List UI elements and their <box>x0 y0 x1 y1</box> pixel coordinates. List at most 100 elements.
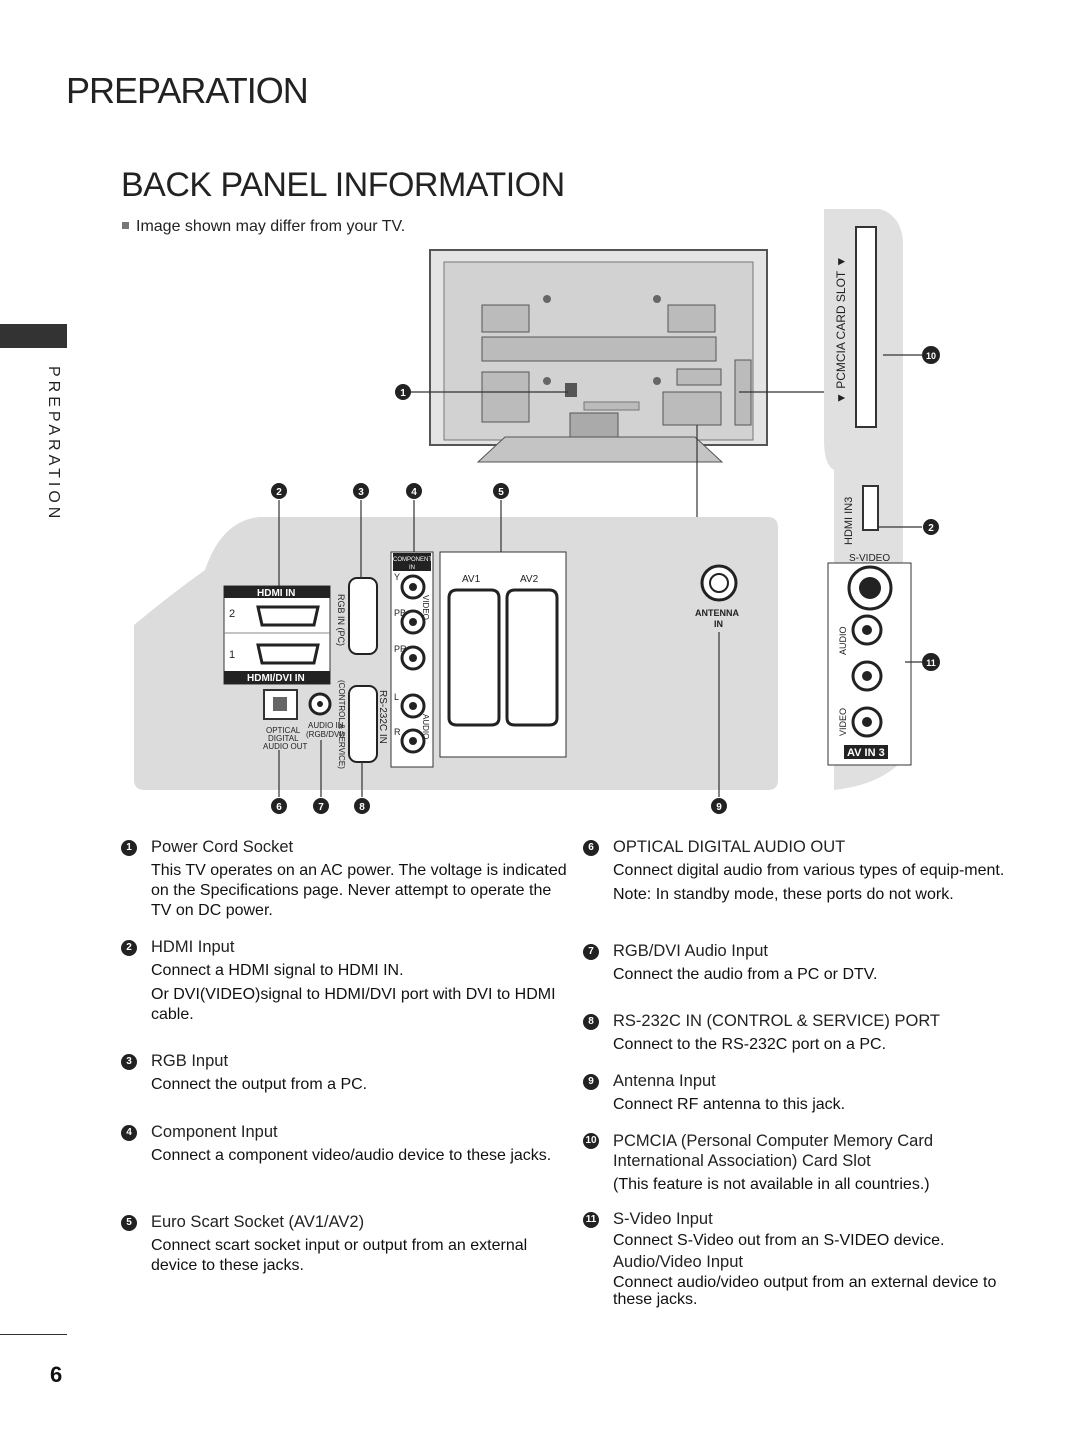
callout-5: 5 <box>498 487 504 498</box>
item-rgb-input: 3 RGB Input Connect the output from a PC… <box>121 1052 571 1095</box>
item-component-input: 4 Component Input Connect a component vi… <box>121 1123 571 1166</box>
audio-label: AUDIO <box>421 714 430 739</box>
item-title: OPTICAL DIGITAL AUDIO OUT <box>613 838 846 856</box>
bullet-square-icon <box>122 222 129 229</box>
item-title: Euro Scart Socket (AV1/AV2) <box>151 1213 365 1231</box>
item-svideo-av: 11 S-Video Input Connect S-Video out fro… <box>583 1210 1008 1308</box>
item-rgb-dvi-audio: 7 RGB/DVI Audio Input Connect the audio … <box>583 942 1008 985</box>
item-optical-out: 6 OPTICAL DIGITAL AUDIO OUT Connect digi… <box>583 838 1008 905</box>
rs232c-label: RS-232C IN <box>377 690 388 744</box>
pcmcia-slot-label: ▼ PCMCIA CARD SLOT ▼ <box>834 256 848 404</box>
item-title: RS-232C IN (CONTROL & SERVICE) PORT <box>613 1012 941 1030</box>
antenna-in-label: IN <box>714 619 723 629</box>
item-title: RGB Input <box>151 1052 229 1070</box>
section-title: PREPARATION <box>66 70 309 111</box>
optical-label: OPTICAL <box>266 726 301 735</box>
item-number: 10 <box>583 1133 599 1149</box>
callout-10: 10 <box>926 351 936 361</box>
leader-lines <box>278 354 922 797</box>
item-euro-scart: 5 Euro Scart Socket (AV1/AV2) Connect sc… <box>121 1213 571 1276</box>
pb-label: PB <box>394 608 406 618</box>
component-label: COMPONENT <box>393 557 432 563</box>
pr-label: PR <box>394 644 407 654</box>
side-video-label: VIDEO <box>838 708 848 736</box>
component-in-label: IN <box>409 565 415 571</box>
item-pcmcia: 10 PCMCIA (Personal Computer Memory Card… <box>583 1131 1008 1195</box>
item-antenna: 9 Antenna Input Connect RF antenna to th… <box>583 1072 1008 1115</box>
item-desc: Connect a component video/audio device t… <box>151 1147 552 1164</box>
item-number: 2 <box>121 940 137 956</box>
item-number: 7 <box>583 944 599 960</box>
antenna-label: ANTENNA <box>695 608 739 618</box>
l-label: L <box>394 692 399 702</box>
item-desc: Connect a HDMI signal to HDMI IN. <box>151 962 404 979</box>
av2-label: AV2 <box>520 574 539 585</box>
hdmi-dvi-in-label: HDMI/DVI IN <box>247 673 305 684</box>
item-title-2: Audio/Video Input <box>613 1253 743 1271</box>
callout-8: 8 <box>359 802 365 813</box>
item-title: Component Input <box>151 1123 278 1141</box>
item-power-cord: 1 Power Cord Socket This TV operates on … <box>121 838 571 921</box>
hdmi-port-2-label: 2 <box>229 608 235 620</box>
page-title: BACK PANEL INFORMATION <box>121 166 565 204</box>
hdmi-port-1-label: 1 <box>229 649 235 661</box>
note-text: Image shown may differ from your TV. <box>136 218 406 235</box>
callout-11: 11 <box>926 658 936 668</box>
item-number: 1 <box>121 840 137 856</box>
digital-label: DIGITAL <box>268 734 299 743</box>
main-panel-illustration: HDMI IN HDMI/DVI IN 2 1 OPTICAL DIGITAL … <box>134 517 778 790</box>
tv-rear-illustration <box>429 249 768 463</box>
item-desc-2: Connect audio/video output from an exter… <box>613 1274 997 1308</box>
item-desc: Connect RF antenna to this jack. <box>613 1096 846 1113</box>
callout-6: 6 <box>276 802 282 813</box>
av-in3-label: AV IN 3 <box>847 747 885 759</box>
y-label: Y <box>394 572 400 582</box>
item-title: Antenna Input <box>613 1072 716 1090</box>
item-desc-2: Or DVI(VIDEO)signal to HDMI/DVI port wit… <box>151 986 556 1023</box>
item-desc: Connect to the RS-232C port on a PC. <box>613 1036 887 1053</box>
item-hdmi-input: 2 HDMI Input Connect a HDMI signal to HD… <box>121 938 571 1025</box>
item-title: RGB/DVI Audio Input <box>613 942 769 960</box>
item-number: 11 <box>583 1212 599 1228</box>
item-title: HDMI Input <box>151 938 235 956</box>
control-service-label: (CONTROL & SERVICE) <box>337 680 346 769</box>
item-number: 6 <box>583 840 599 856</box>
audio-out-label: AUDIO OUT <box>263 742 308 751</box>
callout-4: 4 <box>411 487 417 498</box>
callout-7: 7 <box>318 802 324 813</box>
item-number: 9 <box>583 1074 599 1090</box>
callout-9: 9 <box>716 802 722 813</box>
side-tab-marker <box>0 324 67 348</box>
video-label: VIDEO <box>421 595 430 620</box>
callout-3: 3 <box>358 487 364 498</box>
callout-markers: 1 2 3 4 5 6 7 8 9 10 2 11 <box>271 346 940 814</box>
item-number: 5 <box>121 1215 137 1231</box>
item-desc: Connect digital audio from various types… <box>613 862 1005 879</box>
item-title: Power Cord Socket <box>151 838 294 856</box>
s-video-label: S-VIDEO <box>849 553 890 564</box>
callout-2-side: 2 <box>928 523 934 534</box>
item-desc: Connect the output from a PC. <box>151 1076 368 1093</box>
side-tab-label: PREPARATION <box>45 366 62 523</box>
footer-line <box>0 1334 67 1335</box>
item-title: PCMCIA (Personal Computer Memory Card In… <box>613 1132 934 1170</box>
side-audio-label: AUDIO <box>838 626 848 655</box>
rgb-dvi-label: (RGB/DVI) <box>306 730 345 739</box>
image-note: Image shown may differ from your TV. <box>122 218 405 236</box>
hdmi-in3-label: HDMI IN3 <box>843 497 855 545</box>
item-desc: Connect scart socket input or output fro… <box>151 1237 528 1274</box>
item-desc-2: Note: In standby mode, these ports do no… <box>613 886 954 903</box>
item-desc: This TV operates on an AC power. The vol… <box>151 862 567 919</box>
item-number: 8 <box>583 1014 599 1030</box>
av1-label: AV1 <box>462 574 481 585</box>
item-number: 3 <box>121 1054 137 1070</box>
item-number: 4 <box>121 1125 137 1141</box>
callout-2-main: 2 <box>276 487 282 498</box>
item-rs232c: 8 RS-232C IN (CONTROL & SERVICE) PORT Co… <box>583 1012 1008 1055</box>
rgb-in-label: RGB IN (PC) <box>336 594 346 646</box>
audio-in-label: AUDIO IN <box>308 721 344 730</box>
item-desc: (This feature is not available in all co… <box>613 1176 930 1193</box>
item-desc: Connect S-Video out from an S-VIDEO devi… <box>613 1232 945 1249</box>
item-title: S-Video Input <box>613 1210 713 1228</box>
page-number: 6 <box>50 1362 63 1387</box>
